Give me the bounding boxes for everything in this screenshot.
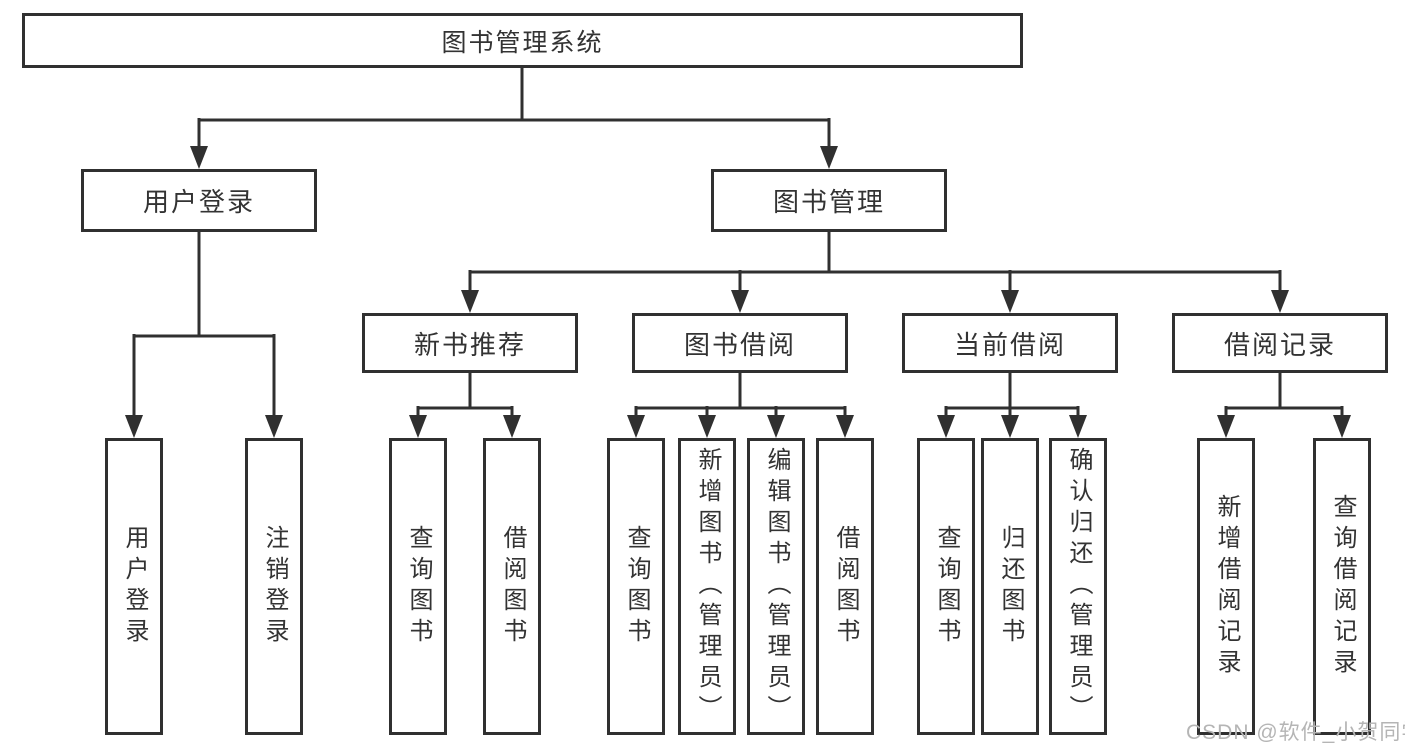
node-label: 当前借阅 [953,329,1066,360]
node-label: 借阅记录 [1223,329,1336,360]
arrow-down-icon [1001,290,1019,313]
arrow-down-icon [1333,415,1351,438]
node-label: 注销登录 [261,524,288,649]
node-label: 确认归还（管理员） [1065,447,1092,726]
arrow-down-icon [1217,415,1235,438]
node-label: 查询图书 [623,524,650,649]
node-label: 借阅图书 [499,524,526,649]
leaf-logout: 注销登录 [245,438,303,735]
arrow-down-icon [698,415,716,438]
arrow-down-icon [627,415,645,438]
node-label: 图书借阅 [683,329,796,360]
arrow-down-icon [503,415,521,438]
node-label: 图书管理 [772,187,885,217]
node-label: 用户登录 [121,524,148,649]
node-label: 查询图书 [933,524,960,649]
arrow-down-icon [836,415,854,438]
leaf-search-borrow-record: 查询借阅记录 [1313,438,1371,735]
csdn-watermark: CSDN @软件_小贺同学 [1186,721,1405,744]
arrowheads [125,146,1351,438]
arrow-down-icon [1271,290,1289,313]
arrow-down-icon [767,415,785,438]
leaf-add-books-admin: 新增图书（管理员） [678,438,736,735]
leaf-search-books: 查询图书 [389,438,447,735]
leaf-add-borrow-record: 新增借阅记录 [1197,438,1255,735]
leaf-return-books: 归还图书 [981,438,1039,735]
arrow-down-icon [937,415,955,438]
node-label: 归还图书 [997,524,1024,649]
leaf-confirm-return-admin: 确认归还（管理员） [1049,438,1107,735]
node-label: 用户登录 [142,187,255,217]
node-label: 查询借阅记录 [1329,493,1356,680]
arrow-down-icon [125,415,143,438]
node-user-login-module: 用户登录 [81,169,317,232]
arrow-down-icon [265,415,283,438]
node-label: 图书管理系统 [441,28,604,57]
node-label: 新增借阅记录 [1213,493,1240,680]
node-label: 借阅图书 [832,524,859,649]
leaf-search-books: 查询图书 [917,438,975,735]
node-book-management-module: 图书管理 [711,169,947,232]
node-root-system: 图书管理系统 [22,13,1023,68]
arrow-down-icon [461,290,479,313]
arrow-down-icon [820,146,838,169]
leaf-borrow-books: 借阅图书 [816,438,874,735]
leaf-edit-books-admin: 编辑图书（管理员） [747,438,805,735]
node-label: 编辑图书（管理员） [763,447,790,726]
node-borrow-records: 借阅记录 [1172,313,1388,373]
edge-lines [132,68,1344,421]
arrow-down-icon [190,146,208,169]
node-label: 查询图书 [405,524,432,649]
node-label: 新书推荐 [413,329,526,360]
arrow-down-icon [409,415,427,438]
node-label: 新增图书（管理员） [694,447,721,726]
leaf-user-login: 用户登录 [105,438,163,735]
leaf-borrow-books: 借阅图书 [483,438,541,735]
node-current-borrow: 当前借阅 [902,313,1118,373]
leaf-search-books: 查询图书 [607,438,665,735]
arrow-down-icon [731,290,749,313]
arrow-down-icon [1069,415,1087,438]
arrow-down-icon [1001,415,1019,438]
node-book-borrow: 图书借阅 [632,313,848,373]
node-new-book-recommend: 新书推荐 [362,313,578,373]
